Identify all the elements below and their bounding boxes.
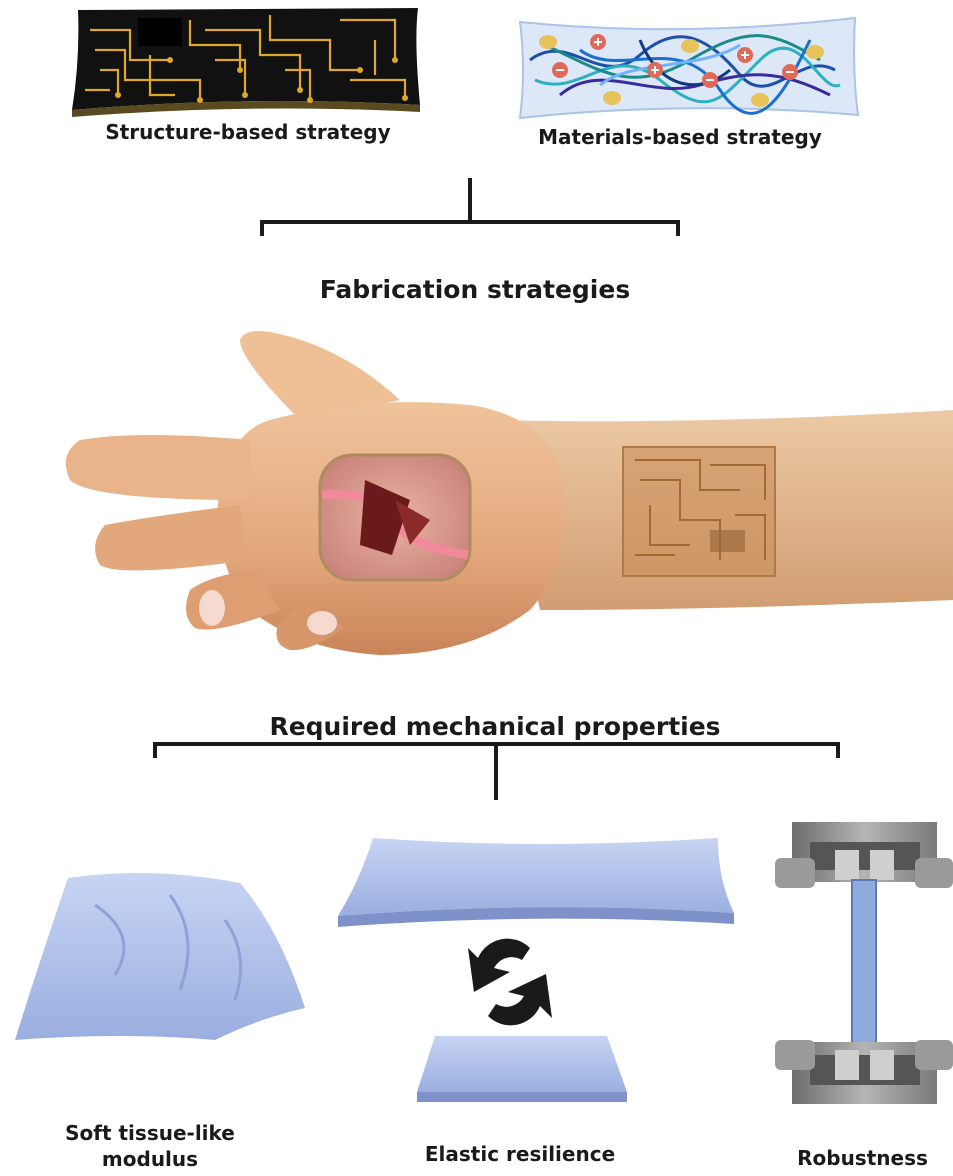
hand-illustration [66,331,953,655]
elastic-film-relaxed [417,1036,627,1102]
elastic-film-stretched [338,838,734,927]
structure-strategy-label: Structure-based strategy [88,120,408,144]
tensile-test-fixture [775,822,953,1104]
mechanical-properties-title: Required mechanical properties [225,712,765,741]
cycle-arrows-icon [468,939,552,1026]
soft-modulus-label-line2: modulus [30,1146,270,1172]
elastic-resilience-label: Elastic resilience [405,1142,635,1166]
soft-film-illustration [15,873,305,1040]
materials-strategy-label: Materials-based strategy [515,125,845,149]
structure-circuit-film [72,8,420,117]
fabrication-bracket [262,178,678,236]
materials-polymer-film [520,18,858,118]
fabrication-strategies-title: Fabrication strategies [270,275,680,304]
properties-bracket [155,744,838,800]
soft-modulus-label-line1: Soft tissue-like [30,1120,270,1146]
soft-modulus-label: Soft tissue-like modulus [30,1120,270,1172]
robustness-label: Robustness [775,1146,950,1170]
